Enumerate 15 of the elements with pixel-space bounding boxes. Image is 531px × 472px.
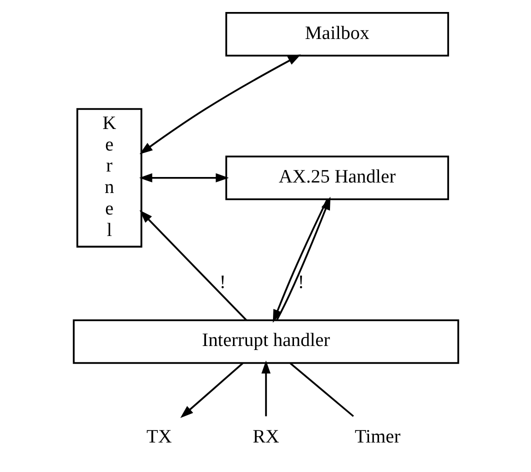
node-box: Interrupt handler <box>72 319 459 364</box>
node-box: AX.25 Handler <box>224 156 449 200</box>
node-box: Kernel <box>76 108 142 248</box>
node-text: TX <box>146 426 172 448</box>
node-box: Mailbox <box>224 12 449 56</box>
edge-label: ! <box>297 272 304 293</box>
arrow <box>139 54 300 154</box>
node-text: Timer <box>354 426 400 448</box>
arrow <box>138 173 228 182</box>
arrow <box>260 360 270 416</box>
edge-label: ! <box>219 272 226 293</box>
arrow <box>139 210 246 321</box>
node-text: RX <box>252 426 279 448</box>
connector <box>289 362 354 417</box>
arrow <box>180 362 243 418</box>
